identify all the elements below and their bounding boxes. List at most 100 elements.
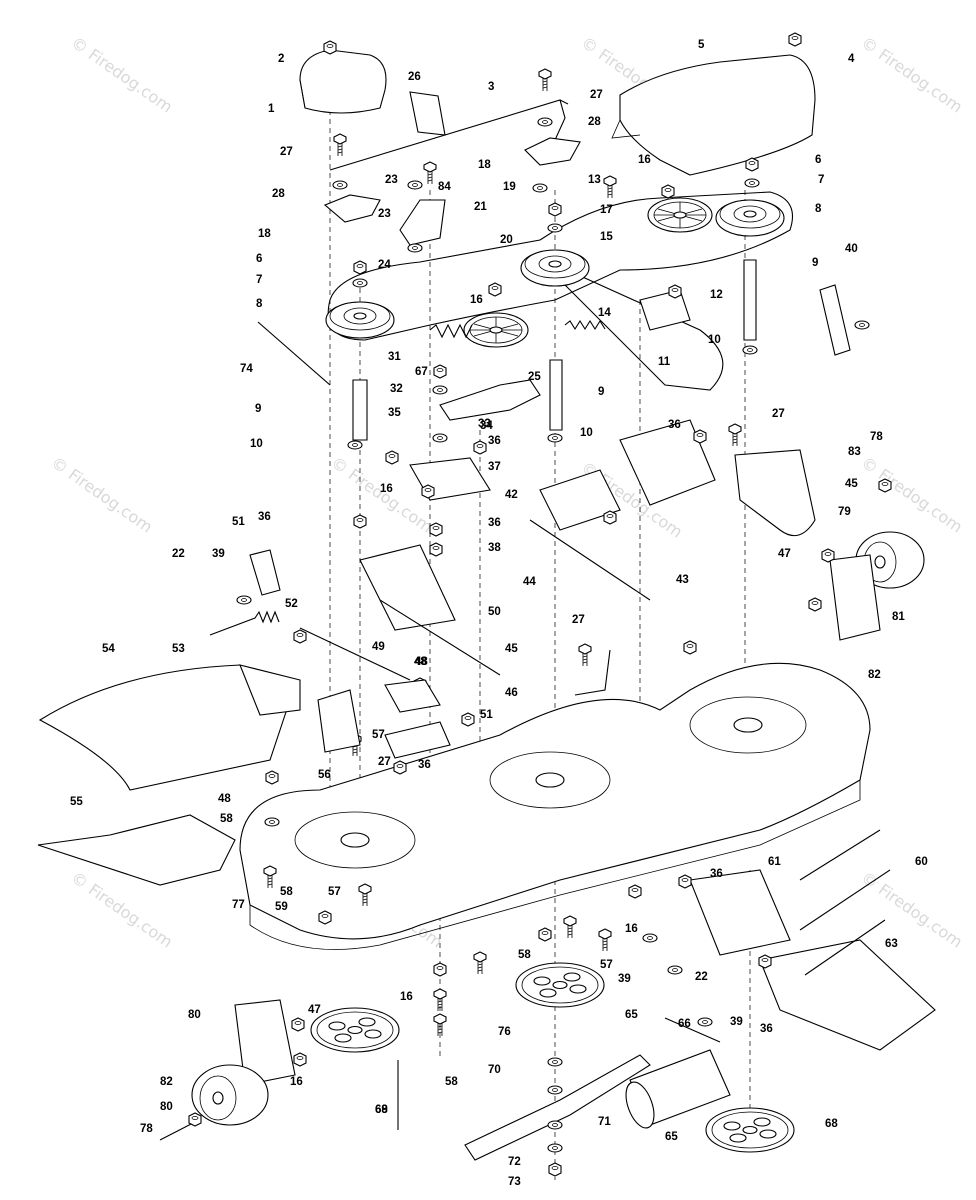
- part-label: 57: [600, 959, 613, 971]
- part-label: 22: [695, 971, 708, 983]
- bolt-27: [728, 423, 742, 447]
- part-label: 12: [710, 289, 723, 301]
- part-label: 80: [188, 1009, 201, 1021]
- part-label: 74: [240, 363, 253, 375]
- part-label: 45: [845, 478, 858, 490]
- part-label: 35: [388, 407, 401, 419]
- part-label: 80: [160, 1101, 173, 1113]
- washer-39: [236, 595, 252, 605]
- part-label: 58: [445, 1076, 458, 1088]
- part-label: 56: [318, 769, 331, 781]
- baffle-45: [734, 449, 816, 537]
- bolt-27: [538, 68, 552, 92]
- part-label: 82: [160, 1076, 173, 1088]
- spindle-left: [352, 379, 368, 441]
- watermark: © Firedog.com: [858, 33, 966, 117]
- nut-36: [353, 514, 367, 529]
- nut-16: [661, 184, 675, 199]
- bracket-63: [759, 939, 936, 1051]
- part-label: 28: [588, 116, 601, 128]
- part-label: 60: [915, 856, 928, 868]
- nut-67: [433, 364, 447, 379]
- part-number-labels: 1 2 3 4 5 6 7 8 9 10 11 12 13 14 15 16 1…: [70, 39, 928, 1188]
- part-label: 27: [572, 614, 585, 626]
- part-label: 61: [768, 856, 781, 868]
- pin-66: [664, 1017, 721, 1043]
- part-label: 10: [580, 427, 593, 439]
- part-label: 78: [140, 1123, 153, 1135]
- part-label: 57: [328, 886, 341, 898]
- spacer-34: [432, 433, 448, 443]
- pulley-left: [325, 301, 395, 339]
- deflector-55: [37, 814, 236, 886]
- part-label: 9: [812, 257, 818, 269]
- part-label: 4: [848, 53, 855, 65]
- part-label: 65: [665, 1131, 678, 1143]
- part-label: 13: [588, 174, 601, 186]
- part-label: 38: [488, 542, 501, 554]
- part-label: 10: [250, 438, 263, 450]
- bolt-13: [603, 175, 617, 199]
- part-label: 18: [478, 159, 491, 171]
- part-label: 49: [372, 641, 385, 653]
- bolt-27: [333, 133, 347, 157]
- part-label: 36: [488, 517, 501, 529]
- nut-52: [293, 629, 307, 644]
- part-label: 18: [258, 228, 271, 240]
- part-label: 79: [838, 506, 851, 518]
- part-label: 28: [272, 188, 285, 200]
- part-label: 81: [892, 611, 905, 623]
- extra-part-labels: 6 7 8 9 10 18 16 9 10 27 28 23 27 36 16 …: [140, 146, 785, 1135]
- part-label: 1: [268, 103, 275, 115]
- part-label: 44: [523, 576, 536, 588]
- part-label: 16: [400, 991, 413, 1003]
- washer-39: [854, 320, 870, 330]
- part-label: 52: [285, 598, 298, 610]
- part-label: 8: [815, 203, 822, 215]
- part-label: 36: [668, 419, 681, 431]
- part-label: 39: [730, 1016, 743, 1028]
- part-label: 39: [618, 973, 631, 985]
- blade-washer: [547, 1085, 563, 1095]
- part-label: 23: [378, 208, 391, 220]
- spring-14: [564, 319, 606, 331]
- washer-39: [667, 965, 683, 975]
- nut-16: [808, 597, 822, 612]
- part-label: 43: [676, 574, 689, 586]
- spacer-65: [625, 1049, 731, 1129]
- bolt-59: [318, 910, 332, 925]
- part-label: 16: [625, 923, 638, 935]
- part-label: 8: [256, 298, 263, 310]
- watermark: © Firedog.com: [48, 453, 156, 537]
- nut-16: [293, 1052, 307, 1067]
- part-label: 26: [408, 71, 421, 83]
- rods-60: [799, 829, 891, 976]
- nut-36: [473, 440, 487, 455]
- part-label: 58: [280, 886, 293, 898]
- nut-36: [393, 760, 407, 775]
- part-label: 69: [375, 1104, 388, 1116]
- part-label: 11: [658, 356, 671, 368]
- part-label: 66: [678, 1018, 691, 1030]
- part-label: 55: [70, 796, 83, 808]
- part-label: 72: [508, 1156, 521, 1168]
- part-label: 2: [278, 53, 284, 65]
- part-label: 77: [232, 899, 245, 911]
- nut-6: [353, 260, 367, 275]
- nut-35: [385, 450, 399, 465]
- spring-53: [209, 610, 280, 636]
- spindle-center: [549, 359, 563, 431]
- bolt-27: [578, 643, 592, 667]
- nut-16: [433, 962, 447, 977]
- pulley-right: [715, 199, 785, 237]
- bolt-59: [473, 951, 487, 975]
- bearing-10: [742, 345, 758, 355]
- nut-47: [821, 548, 835, 563]
- nut-16: [421, 484, 435, 499]
- rod-74: [257, 321, 331, 386]
- part-label: 47: [778, 548, 791, 560]
- bracket-51: [249, 549, 281, 596]
- part-label: 6: [256, 253, 262, 265]
- part-label: 83: [848, 446, 861, 458]
